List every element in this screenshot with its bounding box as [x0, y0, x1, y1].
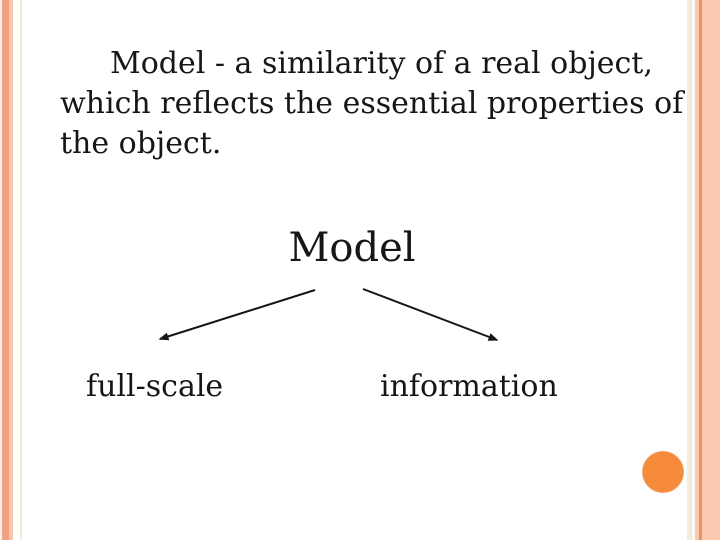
- definition-line-3: the object.: [60, 126, 222, 161]
- diagram-root-label: Model: [288, 225, 416, 271]
- arrow-right: [362, 288, 499, 341]
- arrow-left: [158, 289, 316, 341]
- right-border-white-gap: [692, 0, 695, 540]
- definition-paragraph: Model - a similarity of a real object, w…: [60, 44, 700, 164]
- left-border-stripe-salmon: [2, 0, 9, 540]
- right-border-cream-stripe: [687, 0, 692, 540]
- left-border-stripe-outer: [0, 0, 2, 540]
- diagram-leaf-information: information: [380, 369, 558, 404]
- right-border-stripe-light: [695, 0, 699, 540]
- orange-circle: [642, 451, 684, 493]
- definition-line-1: Model - a similarity of a real object,: [110, 46, 653, 81]
- left-border-stripe-light: [9, 0, 13, 540]
- diagram-leaf-full-scale: full-scale: [86, 369, 224, 404]
- left-border-cream-line: [20, 0, 22, 540]
- right-border-stripe-wide: [702, 0, 720, 540]
- right-border-stripe-salmon: [699, 0, 702, 540]
- definition-line-2: which reflects the essential properties …: [60, 86, 684, 121]
